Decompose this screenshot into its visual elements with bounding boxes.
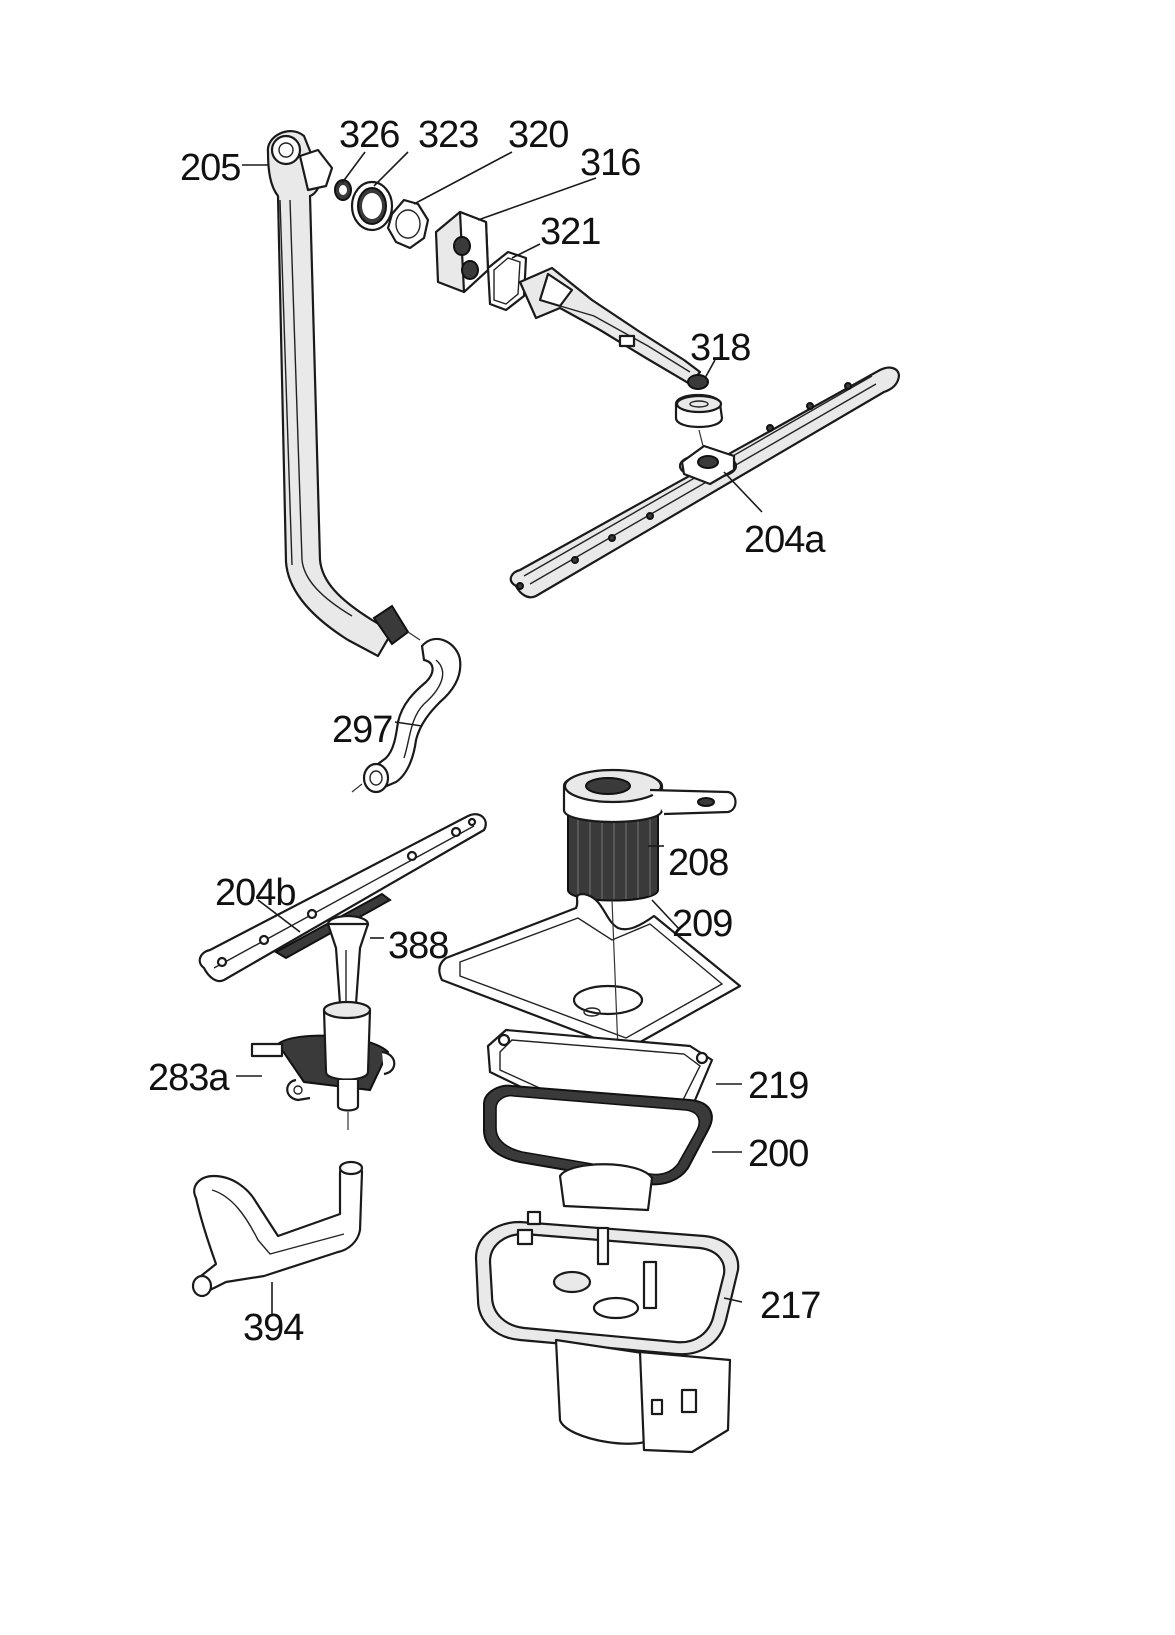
part-316-manifold (434, 210, 490, 294)
label-320: 320 (508, 114, 568, 156)
part-208-filter (562, 768, 737, 902)
part-326-o-ring (334, 179, 352, 201)
label-394: 394 (243, 1307, 304, 1349)
part-283a-mount (250, 1000, 396, 1130)
upper-spray-arm-feed (518, 266, 702, 386)
label-217: 217 (760, 1285, 820, 1327)
label-283a: 283a (148, 1057, 230, 1099)
label-318: 318 (690, 327, 750, 369)
label-219: 219 (748, 1065, 808, 1107)
label-321: 321 (540, 211, 600, 253)
label-316: 316 (580, 142, 640, 184)
leader-lines (236, 151, 763, 1316)
label-204a: 204a (744, 519, 826, 561)
part-320-lock-nut (386, 198, 430, 250)
part-217-sump (474, 1163, 740, 1454)
label-297: 297 (332, 709, 392, 751)
part-323-seal-ring (350, 180, 394, 232)
part-388-nozzle (326, 914, 370, 1006)
part-318-hub (674, 374, 724, 428)
part-297-hose (351, 638, 462, 794)
part-204a-upper-spray-arm (509, 366, 900, 599)
part-209-filter-plate (438, 892, 742, 1201)
part-200-seal (483, 1084, 713, 1186)
label-200: 200 (748, 1133, 808, 1175)
label-323: 323 (418, 114, 478, 156)
part-321-gasket (486, 250, 528, 312)
label-208: 208 (668, 842, 728, 884)
label-209: 209 (672, 903, 732, 945)
part-labels: 205 326 323 320 316 321 318 204a 297 208… (148, 114, 827, 1349)
label-205: 205 (180, 147, 240, 189)
label-326: 326 (339, 114, 399, 156)
label-204b: 204b (215, 872, 296, 914)
part-394-drain-hose (191, 1160, 364, 1298)
label-388: 388 (388, 925, 448, 967)
part-205-supply-tube (266, 130, 421, 658)
